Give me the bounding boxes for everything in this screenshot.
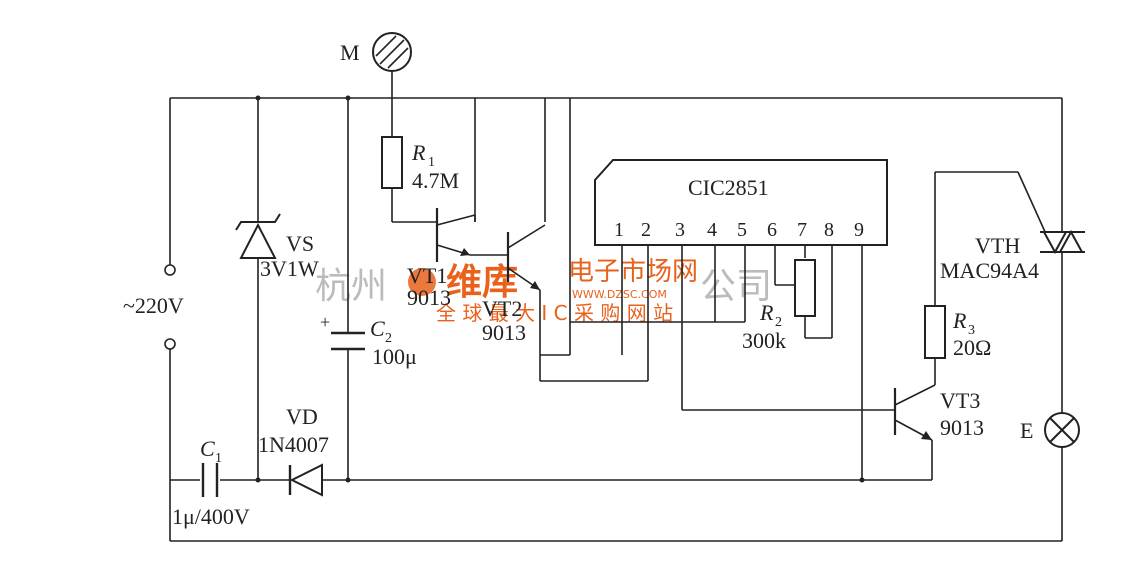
microphone-label: M (340, 40, 360, 65)
r2-value: 300k (742, 328, 786, 353)
vt3-name: VT3 (940, 388, 980, 413)
watermark-logo-icon (408, 268, 436, 296)
lamp-e: E (1020, 412, 1080, 448)
ic-pin-2: 2 (641, 219, 651, 241)
supply-label: ~220V (123, 293, 184, 318)
c2-name: C (370, 316, 385, 341)
resistor-icon (924, 305, 946, 359)
vt2-name: VT2 (482, 296, 522, 321)
c1-name: C (200, 436, 215, 461)
ic-pin-5: 5 (737, 219, 747, 241)
watermark-url: WWW.DZSC.COM (572, 288, 667, 301)
transistor-vt3: VT3 9013 (893, 384, 984, 441)
resistor-r2: R 2 300k (742, 259, 816, 353)
capacitor-c2: + C 2 100μ (320, 312, 417, 369)
supply-terminal-bottom (164, 338, 176, 350)
resistor-r3: R 3 20Ω (924, 305, 991, 360)
watermark-company: 杭州 (315, 266, 387, 307)
watermark-slogan: 全 球 最 大 I C 采 购 网 站 (436, 301, 673, 325)
zener-vs: VS 3V1W (235, 213, 319, 281)
watermark: 杭州 公司 维库 电子市场网 WWW.DZSC.COM 全 球 最 大 I C … (315, 257, 772, 325)
vt3-value: 9013 (940, 415, 984, 440)
triac-vth: VTH MAC94A4 (940, 229, 1085, 283)
vth-value: MAC94A4 (940, 258, 1039, 283)
diode-vd: VD 1N4007 (258, 404, 329, 497)
watermark-brand: 维库 (446, 262, 518, 303)
r1-sub: 1 (428, 155, 435, 170)
wiring (169, 72, 1063, 542)
transistor-vt1: VT1 9013 (407, 208, 508, 310)
c2-plus: + (320, 312, 330, 332)
r3-name: R (952, 308, 967, 333)
vt2-value: 9013 (482, 320, 526, 345)
vt1-name: VT1 (407, 263, 447, 288)
resistor-icon (381, 136, 403, 189)
ic-body (594, 159, 888, 246)
vs-name: VS (286, 231, 314, 256)
c2-value: 100μ (372, 344, 417, 369)
watermark-company-tail: 公司 (700, 266, 772, 307)
resistor-r1: R 1 4.7M (381, 136, 459, 193)
capacitor-c1: C 1 1μ/400V (172, 436, 250, 529)
resistor-icon (794, 259, 816, 317)
vd-value: 1N4007 (258, 432, 329, 457)
r3-sub: 3 (968, 323, 975, 338)
ic-pin-4: 4 (707, 219, 717, 241)
transistor-vt2: VT2 9013 (482, 224, 546, 345)
r2-sub: 2 (775, 315, 782, 330)
ic-name: CIC2851 (688, 175, 769, 200)
lamp-label: E (1020, 418, 1033, 443)
c1-sub: 1 (215, 451, 222, 466)
zener-icon (239, 222, 277, 259)
diode-icon (289, 463, 323, 497)
ic-pin-8: 8 (824, 219, 834, 241)
r2-name: R (759, 300, 774, 325)
ic-pin-9: 9 (854, 219, 864, 241)
microphone: M (340, 32, 412, 72)
vth-name: VTH (975, 233, 1020, 258)
ic-cic2851: CIC2851 1 2 3 4 5 6 7 8 9 (594, 159, 888, 246)
vt1-value: 9013 (407, 285, 451, 310)
ic-pin-1: 1 (614, 219, 624, 241)
r1-value: 4.7M (412, 168, 459, 193)
triac-icon (1042, 231, 1068, 255)
vs-value: 3V1W (260, 256, 319, 281)
r1-name: R (411, 140, 426, 165)
r3-value: 20Ω (953, 335, 991, 360)
c1-value: 1μ/400V (172, 504, 250, 529)
ic-pin-6: 6 (767, 219, 777, 241)
vd-name: VD (286, 404, 318, 429)
ic-pin-3: 3 (675, 219, 685, 241)
junctions (255, 95, 865, 483)
supply-terminal-top (164, 264, 176, 276)
ic-pin-7: 7 (797, 219, 807, 241)
watermark-brand-sub: 电子市场网 (568, 257, 698, 287)
c2-sub: 2 (385, 331, 392, 346)
